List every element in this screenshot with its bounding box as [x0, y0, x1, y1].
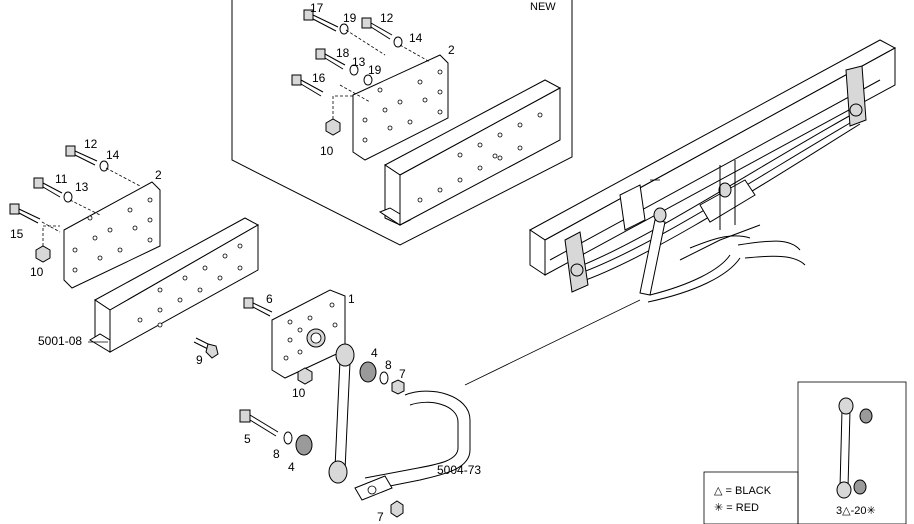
washer-8a-icon [379, 371, 389, 385]
callout-17: 17 [310, 1, 324, 15]
callout-19b: 19 [368, 63, 382, 77]
group-label-5004-73: 5004-73 [437, 463, 481, 477]
group-label-5001-08: 5001-08 [38, 334, 82, 348]
legend-black: △ = BLACK [714, 485, 772, 497]
bolt-15-icon [9, 203, 41, 224]
nut-7a-icon [391, 379, 405, 395]
washer-13b-icon [63, 191, 73, 203]
callout-6: 6 [266, 292, 273, 306]
legend-red: ✳ = RED [714, 502, 759, 514]
inset-quantity: 3△-20✳ [836, 505, 876, 517]
nut-10-icon [325, 118, 341, 136]
chassis-view [529, 39, 897, 303]
callout-7a: 7 [399, 367, 406, 381]
callout-11: 11 [55, 172, 68, 186]
bolt-11-icon [33, 177, 63, 198]
left-frame-rail [89, 217, 260, 353]
new-label: NEW [530, 1, 556, 13]
new-inset: NEW [231, 0, 573, 246]
callout-13: 13 [352, 55, 366, 69]
color-legend: △ = BLACK ✳ = RED [703, 471, 799, 524]
callout-2b: 2 [155, 168, 162, 182]
callout-8a: 8 [385, 358, 392, 372]
callout-10b: 10 [30, 265, 44, 279]
bolt-17-icon [303, 9, 339, 32]
bolt-16-icon [291, 74, 324, 97]
bolt-9-icon [193, 337, 219, 359]
inset-frame-rail [378, 79, 562, 226]
inset-plate [352, 54, 449, 161]
bolt-12b-icon [65, 145, 98, 166]
callout-10: 10 [320, 144, 334, 158]
stabilizer-bar [354, 390, 471, 501]
center-assembly [193, 289, 471, 518]
callout-10c: 10 [292, 386, 306, 400]
nut-7b-icon [390, 500, 404, 518]
washer-19b-icon [363, 74, 373, 86]
bushing-4a-icon [359, 361, 377, 383]
bracket-plate-1 [271, 289, 346, 379]
washer-13-icon [349, 64, 359, 76]
bolt-6-icon [243, 297, 273, 317]
stabilizer-link [328, 343, 355, 484]
left-bolts [9, 145, 141, 263]
callout-5: 5 [244, 432, 251, 446]
callout-4a: 4 [371, 346, 378, 360]
bolt-12-icon [361, 17, 393, 40]
callout-18: 18 [336, 46, 350, 60]
bushing-4b-icon [295, 434, 313, 456]
callout-7b: 7 [377, 510, 384, 524]
washer-14-icon [393, 36, 403, 48]
washer-8b-icon [283, 431, 293, 445]
bolt-18-icon [315, 48, 346, 70]
link-detail-inset: 3△-20✳ [797, 381, 907, 524]
bolt-5-icon [239, 409, 279, 437]
reference-leader [464, 299, 641, 386]
callout-4b: 4 [288, 460, 295, 474]
callout-19: 19 [343, 11, 357, 25]
callout-13b: 13 [75, 180, 89, 194]
callout-12b: 12 [84, 137, 98, 151]
callout-16: 16 [312, 71, 326, 85]
callout-12: 12 [380, 11, 394, 25]
washer-19-icon [339, 23, 349, 35]
callout-14b: 14 [106, 148, 120, 162]
callout-14: 14 [409, 31, 423, 45]
nut-10c-icon [297, 367, 313, 385]
washer-14b-icon [99, 160, 109, 172]
callout-15: 15 [10, 227, 24, 241]
left-assembly: 12 14 11 13 2 15 10 5001-08 [9, 137, 260, 353]
callout-9: 9 [196, 353, 203, 367]
callout-8b: 8 [273, 447, 280, 461]
callout-1: 1 [348, 292, 355, 306]
left-plate [63, 181, 161, 289]
callout-2: 2 [448, 43, 455, 57]
nut-10b-icon [35, 245, 51, 263]
inset-bolts [291, 9, 431, 136]
